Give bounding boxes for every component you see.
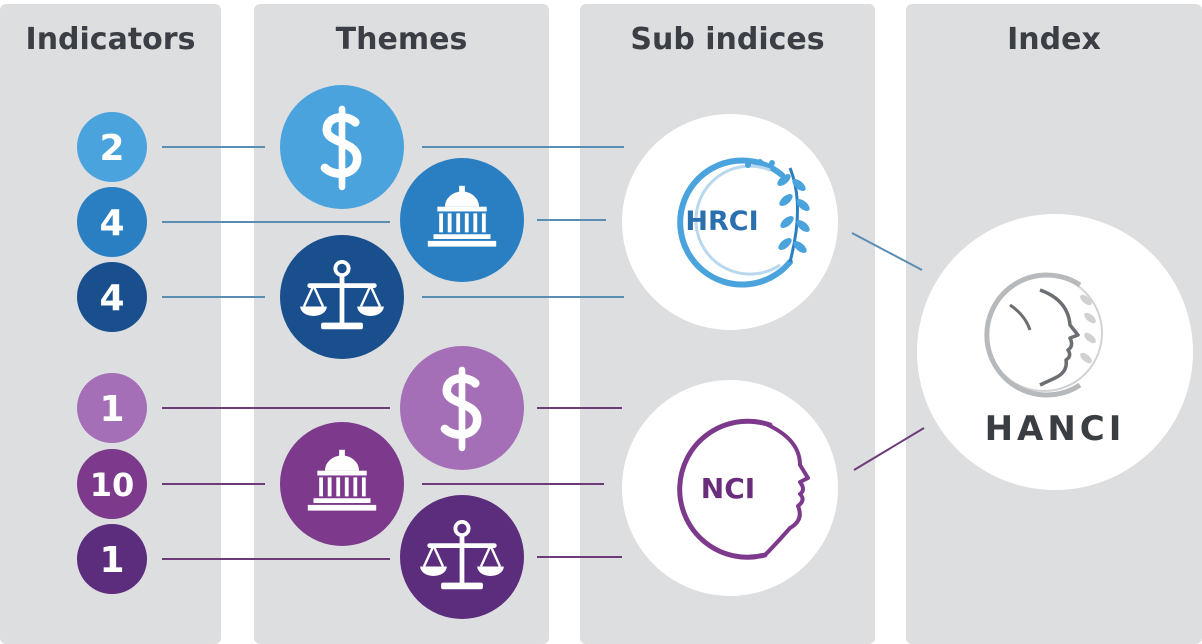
indicators-heading: Indicators	[25, 22, 196, 57]
index-heading: Index	[1007, 22, 1101, 57]
indicator-count-badge: 1	[77, 373, 147, 443]
indicator-count: 1	[99, 540, 124, 581]
theme-legal-nci	[400, 495, 524, 619]
hanci-index: HANCI	[917, 214, 1193, 490]
indicator-count-badge: 4	[77, 262, 147, 332]
indicator-count: 10	[90, 466, 135, 504]
indicator-count-badge: 4	[77, 187, 147, 257]
theme-governance-hrci	[400, 158, 524, 282]
indicator-count: 2	[99, 128, 124, 169]
theme-finance-nci	[400, 346, 524, 470]
themes-heading: Themes	[335, 22, 468, 57]
indicator-count: 4	[99, 278, 124, 319]
connector-line	[851, 232, 923, 271]
nci-subindex: NCI	[622, 380, 838, 596]
hanci-face-logo-icon	[984, 272, 1103, 398]
indicator-count-badge: 2	[77, 112, 147, 182]
subindex-index-connectors	[851, 232, 925, 471]
theme-governance-nci	[280, 422, 404, 546]
indicator-count-badge: 1	[77, 524, 147, 594]
indicator-count: 1	[99, 389, 124, 430]
theme-legal-hrci	[280, 235, 404, 359]
indicator-count-badge: 10	[77, 449, 147, 519]
nci-label: NCI	[701, 472, 755, 505]
indicator-theme-connectors	[162, 146, 390, 560]
theme-subindex-connectors	[422, 146, 624, 558]
indicator-count: 4	[99, 203, 124, 244]
theme-finance-hrci	[280, 85, 404, 209]
hanci-label: HANCI	[985, 409, 1126, 449]
nci-face-logo-icon	[677, 418, 810, 560]
hrci-logo-icon	[677, 157, 810, 288]
hrci-subindex: HRCI	[622, 114, 838, 330]
connector-line	[853, 427, 925, 471]
hrci-label: HRCI	[685, 206, 758, 237]
sub-indices-heading: Sub indices	[630, 22, 825, 57]
